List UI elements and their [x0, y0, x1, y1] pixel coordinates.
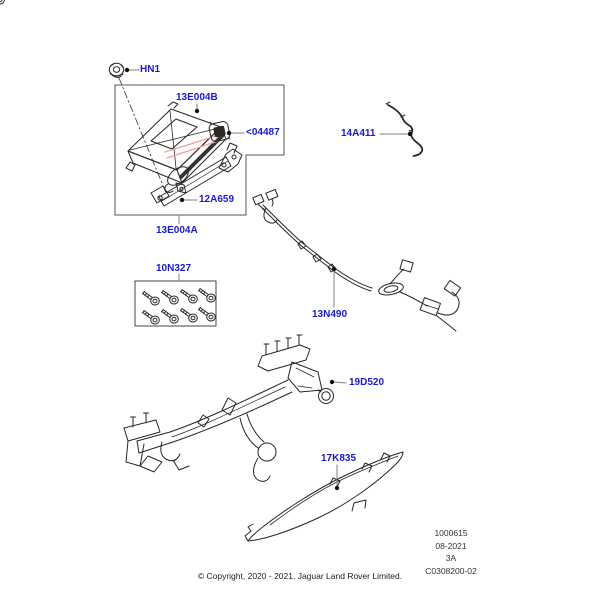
part-label-19d520[interactable]: 19D520 — [349, 377, 385, 388]
bolt-kit-drawing — [0, 0, 217, 327]
part-label-hn1[interactable]: HN1 — [140, 64, 161, 75]
bracket-drawing — [150, 142, 243, 207]
drawing-info-block: 1000615 08-2021 3A C0308200-02 — [398, 527, 504, 577]
centerline — [118, 77, 167, 194]
wire-drawing — [385, 101, 424, 157]
copyright-notice: © Copyright, 2020 - 2021. Jaguar Land Ro… — [197, 571, 403, 581]
issue-date: 08-2021 — [435, 540, 467, 551]
part-label-13e004a[interactable]: 13E004A — [156, 225, 198, 236]
assembly-box-outline — [114, 84, 285, 216]
leader-dots — [124, 67, 413, 491]
clip-drawing — [208, 121, 231, 142]
revision-code: 3A — [445, 553, 457, 563]
part-label-04487[interactable]: <04487 — [246, 127, 280, 138]
hn1-nut-drawing — [108, 62, 125, 78]
leader-lines — [128, 69, 409, 487]
highlight-lines — [164, 135, 219, 159]
trim-panel-drawing — [244, 451, 404, 542]
ecu-module-drawing — [125, 101, 227, 194]
harness-drawing — [252, 188, 462, 332]
drawing-code: C0308200-02 — [425, 565, 477, 576]
sheet-number: 1000615 — [434, 528, 468, 538]
part-label-13n490[interactable]: 13N490 — [312, 309, 348, 320]
part-label-10n327[interactable]: 10N327 — [156, 263, 192, 274]
part-label-17k835[interactable]: 17K835 — [321, 453, 357, 464]
part-label-14a411[interactable]: 14A411 — [341, 128, 376, 139]
part-label-13e004b[interactable]: 13E004B — [176, 92, 218, 103]
part-label-12a659[interactable]: 12A659 — [199, 194, 235, 205]
towbar-drawing — [123, 334, 334, 482]
